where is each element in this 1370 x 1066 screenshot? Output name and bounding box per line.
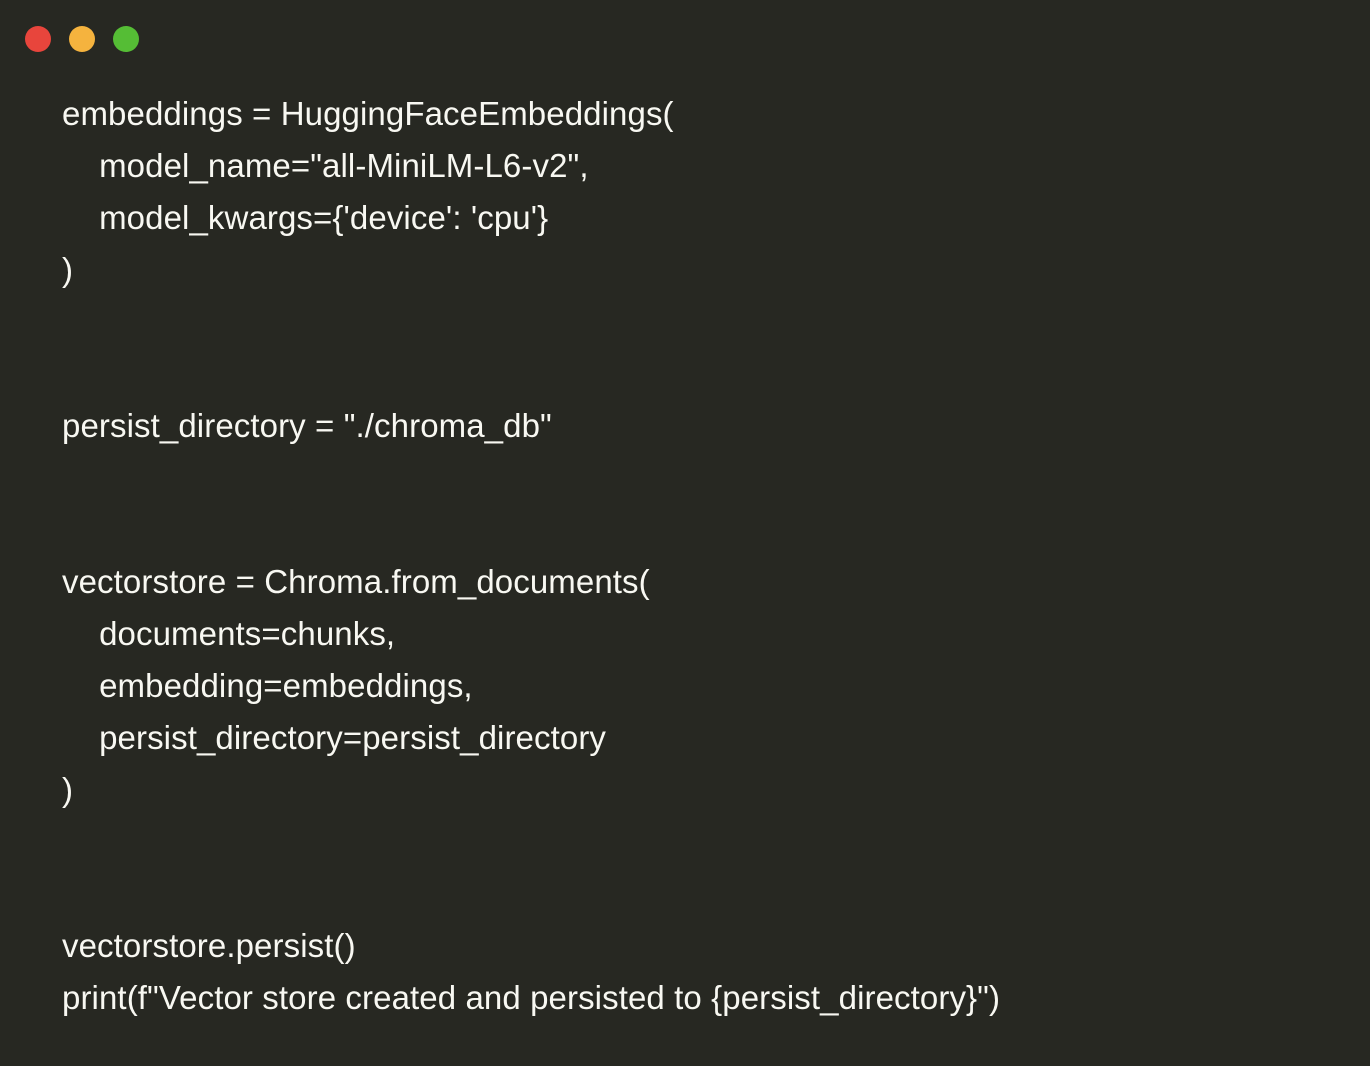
code-line-blank (62, 868, 1342, 920)
minimize-window-button[interactable] (69, 26, 95, 52)
code-editor[interactable]: embeddings = HuggingFaceEmbeddings( mode… (62, 88, 1342, 1024)
code-line: embedding=embeddings, (62, 667, 473, 704)
code-line-blank (62, 348, 1342, 400)
code-line: ) (62, 771, 74, 808)
code-line: ) (62, 251, 74, 288)
code-line-blank (62, 816, 1342, 868)
code-line-blank (62, 452, 1342, 504)
code-line: persist_directory=persist_directory (62, 719, 607, 756)
code-line: print(f"Vector store created and persist… (62, 979, 1001, 1016)
code-line-blank (62, 504, 1342, 556)
code-line: vectorstore.persist() (62, 927, 356, 964)
code-line: vectorstore = Chroma.from_documents( (62, 563, 650, 600)
maximize-window-button[interactable] (113, 26, 139, 52)
code-line: model_name="all-MiniLM-L6-v2", (62, 147, 589, 184)
close-window-button[interactable] (25, 26, 51, 52)
code-line: model_kwargs={'device': 'cpu'} (62, 199, 549, 236)
window-titlebar (0, 0, 1370, 78)
code-line-blank (62, 296, 1342, 348)
code-line: embeddings = HuggingFaceEmbeddings( (62, 95, 674, 132)
code-line: persist_directory = "./chroma_db" (62, 407, 552, 444)
code-line: documents=chunks, (62, 615, 396, 652)
